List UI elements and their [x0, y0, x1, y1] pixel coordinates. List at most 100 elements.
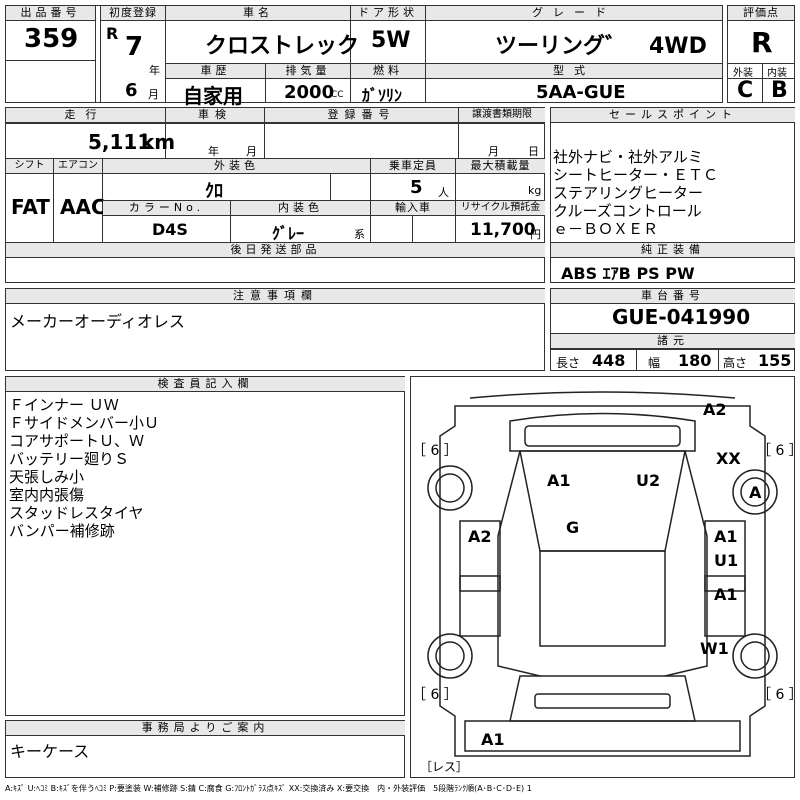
capacity-value: 5	[410, 177, 423, 198]
later-parts-label: 後日発送部品	[6, 243, 545, 258]
inspector-line-5: 天張しみ小	[9, 468, 85, 486]
load-label: 最大積載量	[456, 159, 545, 174]
mark-hood-left: A1	[547, 471, 571, 490]
inspector-label: 検査員記入欄	[6, 377, 405, 392]
inspector-line-7: スタッドレスタイヤ	[9, 504, 144, 522]
inspector-line-3: コアサポートＵ、Ｗ	[9, 432, 145, 450]
tire-mark-front-right: ［ 6 ］	[757, 443, 800, 459]
int-color-label: 内装色	[231, 201, 370, 216]
reg-no-label: 登録番号	[265, 108, 458, 123]
transfer-day-unit: 日	[528, 145, 539, 158]
mark-right-rear-fender: W1	[700, 639, 729, 658]
car-diagram-svg	[427, 391, 778, 757]
left-front-door	[459, 520, 501, 592]
mark-right-fender: XX	[716, 449, 741, 468]
fuel-value: ｶﾞｿﾘﾝ	[362, 86, 403, 105]
tire-mark-front-left: ［ 6 ］	[412, 443, 458, 459]
recycle-unit: 円	[530, 228, 541, 241]
era-mark: R	[106, 24, 119, 43]
office-block	[5, 720, 405, 778]
left-rear-door	[459, 575, 501, 637]
inspector-line-2: Ｆサイドメンバー小Ｕ	[9, 414, 160, 432]
inspector-line-6: 室内内張傷	[9, 486, 85, 504]
color-label: 外装色	[103, 159, 370, 174]
header-info-block	[5, 5, 723, 103]
hood-outline	[509, 412, 696, 452]
tire-rear-left-inner	[435, 641, 465, 671]
rear-outline	[509, 675, 696, 722]
inspector-block	[5, 376, 405, 716]
windshield	[524, 425, 681, 447]
mark-right-rear-door: A1	[714, 585, 738, 604]
score-value: R	[751, 26, 773, 59]
mark-right-front-door: A1	[714, 527, 738, 546]
color-no-label: カラーNo.	[103, 201, 230, 216]
equipment-label: 純正装備	[551, 243, 795, 258]
inspector-line-1: Ｆインナー ＵＷ	[9, 396, 119, 414]
capacity-unit: 人	[438, 186, 449, 199]
right-rear-door	[704, 575, 746, 637]
displacement-value: 2000	[284, 82, 335, 103]
mark-right-front-wheel: A	[749, 483, 762, 502]
insp-year-unit: 年	[208, 145, 219, 158]
cabin-outline	[539, 550, 666, 647]
vehicle-details-block	[5, 107, 545, 283]
model-value: 5AA-GUE	[536, 82, 626, 103]
ac-label: エアコン	[54, 159, 102, 174]
car-name: クロストレック	[205, 34, 360, 59]
tire-rear-left	[427, 633, 473, 679]
exterior-label: 外装	[733, 68, 753, 79]
grade-label: グレード	[426, 6, 722, 21]
model-label: 型式	[426, 64, 722, 79]
fuel-label: 燃料	[351, 64, 425, 79]
history-label: 車歴	[166, 64, 265, 79]
mark-right-front-door-2: U1	[714, 551, 739, 570]
chassis-block	[550, 288, 795, 371]
inspection-label: 車検	[166, 108, 264, 123]
lot-number: 359	[24, 24, 79, 54]
displacement-unit: CC	[331, 90, 344, 100]
legend-text: A:ｷｽﾞ U:ﾍｺﾐ B:ｷｽﾞを伴うﾍｺﾐ P:要塗装 W:補修跡 S:錆 …	[5, 784, 532, 793]
spare-tire-area	[464, 720, 741, 752]
tire-mark-rear-left: ［ 6 ］	[412, 687, 458, 703]
recycle-label: リサイクル預託金	[456, 201, 545, 216]
mileage-label: 走行	[6, 108, 165, 123]
height-label: 高さ	[723, 356, 748, 370]
mileage-value: 5,111	[88, 130, 152, 154]
sales-line-2: シートヒーター・ＥＴＣ	[553, 166, 719, 184]
color-value: ｸﾛ	[205, 181, 223, 202]
doors-label: ドア形状	[351, 6, 425, 21]
mark-rear-bumper: A1	[481, 730, 505, 749]
score-block	[727, 5, 795, 103]
notes-block	[5, 288, 545, 371]
inspector-line-8: バンパー補修跡	[9, 522, 115, 540]
tire-front-left-inner	[435, 473, 465, 503]
sales-line-4: クルーズコントロール	[553, 202, 702, 220]
car-name-label: 車名	[166, 6, 350, 21]
sales-line-5: ｅ－ＢＯＸＥＲ	[553, 220, 659, 238]
condition-diagram	[410, 376, 795, 778]
doors-value: 5W	[371, 28, 411, 53]
length-label: 長さ	[556, 356, 581, 370]
office-value: キーケース	[10, 742, 90, 761]
reg-month: 6	[125, 80, 138, 101]
tire-front-right-inner	[740, 477, 770, 507]
interior-label: 内装	[767, 68, 787, 79]
spare-label: ［レス］	[420, 760, 469, 774]
roof-outline	[519, 450, 686, 552]
first-reg-label: 初度登録	[101, 6, 165, 21]
import-label: 輸入車	[371, 201, 455, 216]
sales-point-block	[550, 107, 795, 283]
mark-left-front-door: A2	[468, 527, 492, 546]
inspector-line-4: バッテリー廻りＳ	[9, 450, 130, 468]
height-value: 155	[758, 351, 792, 370]
tire-rear-right	[732, 633, 778, 679]
mark-hood-right: U2	[636, 471, 661, 490]
tire-front-right	[732, 469, 778, 515]
sales-point-label: セールスポイント	[551, 108, 795, 123]
width-label: 幅	[648, 356, 661, 370]
int-color-value: ｸﾞﾚｰ	[272, 224, 305, 243]
score-label: 評価点	[728, 6, 794, 21]
mark-front-bumper: A2	[703, 400, 727, 419]
transfer-month-unit: 月	[488, 145, 499, 158]
